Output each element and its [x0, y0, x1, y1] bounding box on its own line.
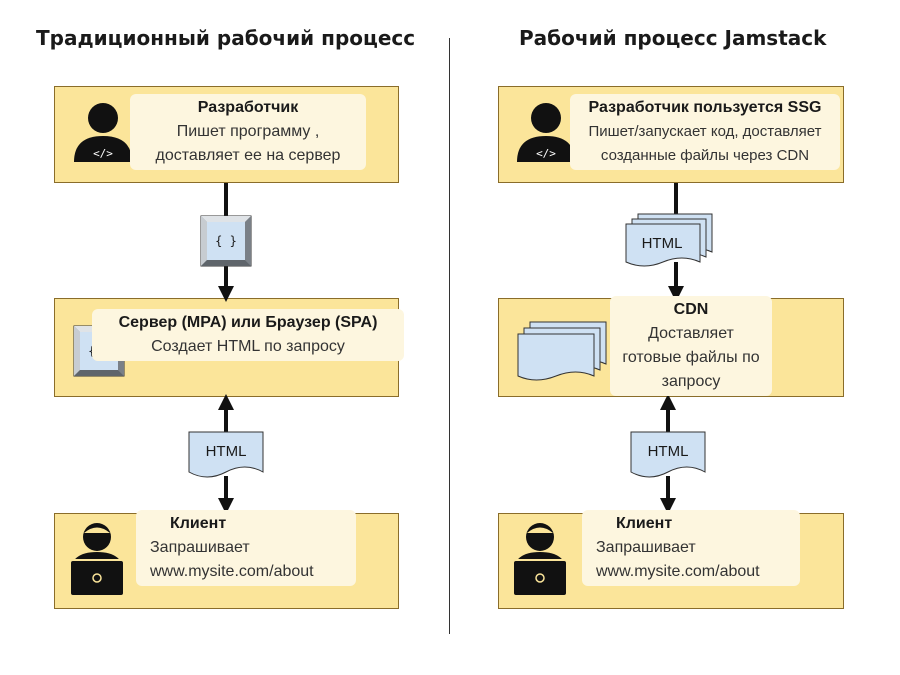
left-developer-label: Разработчик Пишет программу , доставляет…	[130, 94, 366, 170]
right-cdn-heading: CDN	[673, 301, 709, 318]
left-client-line2: www.mysite.com/about	[150, 563, 314, 580]
right-developer-heading: Разработчик пользуется SSG	[588, 99, 822, 116]
right-title: Рабочий процесс Jamstack	[519, 26, 827, 50]
right-cdn-line2: готовые файлы по	[622, 349, 760, 366]
developer-icon-right: </>	[517, 103, 575, 162]
left-client-line1: Запрашивает	[150, 539, 250, 556]
svg-text:</>: </>	[536, 147, 556, 160]
right-client-line2: www.mysite.com/about	[596, 563, 760, 580]
left-server-text: Создает HTML по запросу	[151, 338, 345, 355]
right-cdn-line1: Доставляет	[648, 325, 734, 342]
right-client-label: Клиент Запрашивает www.mysite.com/about	[582, 510, 800, 586]
stacked-html-documents-icon	[625, 213, 713, 267]
right-client-line1: Запрашивает	[596, 539, 696, 556]
html-document-icon	[188, 431, 264, 478]
stacked-files-icon	[517, 321, 607, 381]
left-developer-text: Пишет программу , доставляет ее на серве…	[155, 123, 341, 164]
left-html-doc-text: HTML	[206, 443, 247, 460]
svg-text:</>: </>	[93, 147, 113, 160]
client-laptop-icon-right	[512, 523, 568, 597]
code-badge-text: { }	[215, 234, 237, 248]
right-client-heading: Клиент	[616, 515, 673, 532]
left-client-label: Клиент Запрашивает www.mysite.com/about	[136, 510, 356, 586]
right-developer-line1: Пишет/запускает код, доставляет	[588, 123, 822, 140]
right-cdn-label: CDN Доставляет готовые файлы по запросу	[610, 296, 772, 396]
right-html-doc-text: HTML	[642, 235, 683, 252]
right-developer-label: Разработчик пользуется SSG Пишет/запуска…	[570, 94, 840, 170]
left-server-label: Сервер (MPA) или Браузер (SPA) Создает H…	[92, 309, 404, 361]
right-developer-line2: созданные файлы через CDN	[600, 147, 810, 164]
left-developer-heading: Разработчик	[197, 99, 299, 116]
left-client-heading: Клиент	[170, 515, 227, 532]
left-server-heading: Сервер (MPA) или Браузер (SPA)	[118, 314, 378, 331]
left-title: Традиционный рабочий процесс	[36, 26, 416, 50]
developer-icon: </>	[74, 103, 132, 162]
client-laptop-icon	[69, 523, 125, 597]
html-document-icon-right	[630, 431, 706, 478]
right-html-doc2-text: HTML	[648, 443, 689, 460]
code-badge-icon	[200, 215, 252, 267]
right-cdn-line3: запросу	[661, 373, 721, 390]
column-divider	[449, 38, 450, 634]
